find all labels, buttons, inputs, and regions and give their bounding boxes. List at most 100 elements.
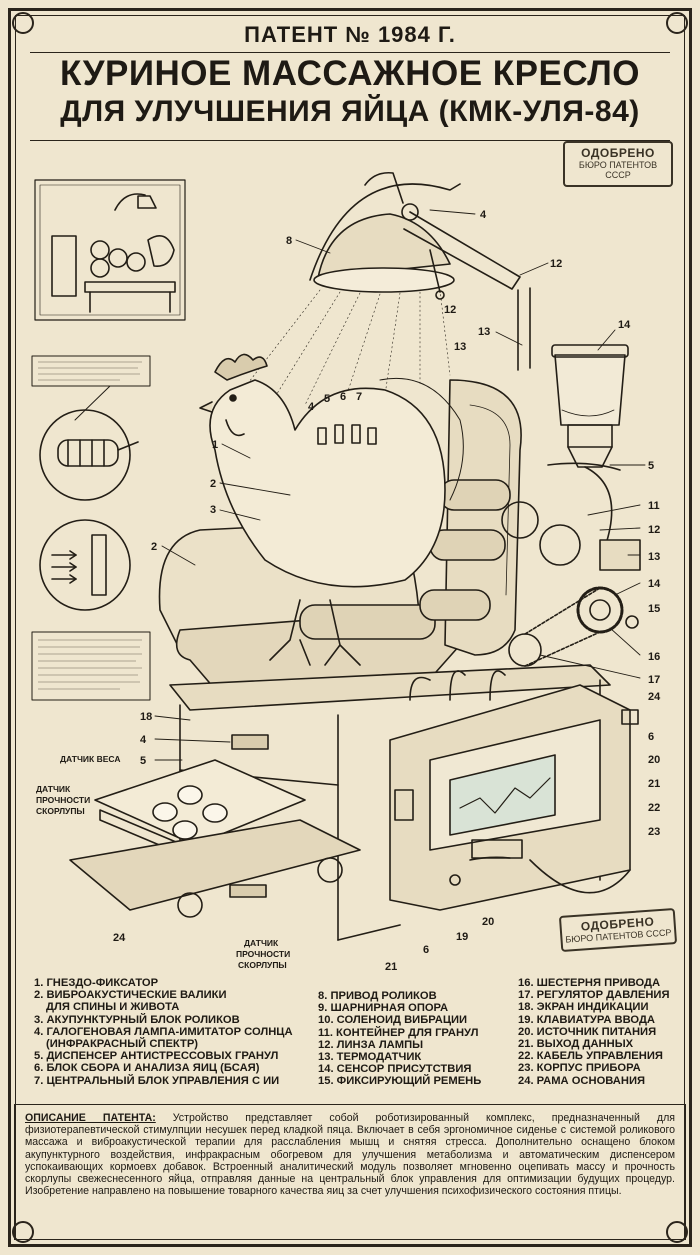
callout-number: 19 <box>456 931 468 943</box>
legend-item: ДЛЯ СПИНЫ И ЖИВОТА <box>46 1001 180 1014</box>
legend-item: 1. ГНЕЗДО-ФИКСАТОР <box>34 977 159 989</box>
legend-item: 7. ЦЕНТРАЛЬНЫЙ БЛОК УПРАВЛЕНИЯ С ИИ <box>34 1074 280 1087</box>
page-subtitle: ДЛЯ УЛУЧШЕНИЯ ЯЙЦА (КМК-УЛЯ-84) <box>60 95 640 128</box>
callout-number: 6 <box>648 731 654 743</box>
callout-number: 5 <box>648 460 654 472</box>
legend-item: 17. РЕГУЛЯТОР ДАВЛЕНИЯ <box>518 989 670 1002</box>
inset-note-2 <box>31 631 151 701</box>
legend-item: 6. БЛОК СБОРА И АНАЛИЗА ЯИЦ (БСАЯ) <box>34 1062 260 1075</box>
drive-gears <box>501 462 641 667</box>
callout-number: 16 <box>648 651 660 663</box>
legend-item: 19. КЛАВИАТУРА ВВОДА <box>518 1013 656 1026</box>
corner-ornament <box>666 12 688 34</box>
legend-item: 5. ДИСПЕНСЕР АНТИСТРЕССОВЫХ ГРАНУЛ <box>34 1050 279 1063</box>
callout-number: 4 <box>308 401 315 413</box>
acupuncture-pins <box>317 424 377 445</box>
callout-number: 15 <box>648 603 660 615</box>
corner-ornament <box>12 12 34 34</box>
callout-number: 12 <box>444 304 456 316</box>
inset-schematic <box>34 179 186 321</box>
callout-number: 1 <box>212 439 218 451</box>
callout-number: 20 <box>648 754 660 766</box>
legend-item: 12. ЛИНЗА ЛАМПЫ <box>318 1038 424 1051</box>
legend-item: 10. СОЛЕНОИД ВИБРАЦИИ <box>318 1014 468 1027</box>
shell-sensor-label-line: ПРОЧНОСТИ <box>236 949 290 959</box>
callout-number: 18 <box>140 711 152 723</box>
callout-number: 8 <box>286 235 292 247</box>
lamp-rays <box>234 289 451 406</box>
shell-sensor-label-line: ПРОЧНОСТИ <box>36 795 90 805</box>
control-unit <box>389 670 639 911</box>
egg-tray <box>94 759 306 861</box>
hen <box>199 353 464 666</box>
callout-number: 7 <box>356 391 362 403</box>
callout-number: 23 <box>648 826 660 838</box>
callout-number: 17 <box>648 674 660 686</box>
callout-numbers: 1 2 3 2 4 5 6 7 8 4 12 12 13 13 14 5 11 … <box>113 209 661 973</box>
legend-item: 13. ТЕРМОДАТЧИК <box>318 1051 422 1064</box>
header-rule <box>30 52 670 53</box>
page-header: ПАТЕНТ № 1984 Г. КУРИНОЕ МАССАЖНОЕ КРЕСЛ… <box>0 22 700 130</box>
legend-item: 24. РАМА ОСНОВАНИЯ <box>518 1074 646 1087</box>
shell-sensor-label-line: ДАТЧИК <box>36 784 71 794</box>
callout-number: 24 <box>648 691 661 703</box>
sensor-labels: ДАТЧИК ВЕСА ДАТЧИК ПРОЧНОСТИ СКОРЛУПЫ ДА… <box>36 754 290 970</box>
legend-item: 16. ШЕСТЕРНЯ ПРИВОДА <box>518 977 661 989</box>
corner-ornament <box>12 1221 34 1243</box>
callout-lines <box>154 209 646 761</box>
callout-number: 4 <box>480 209 487 221</box>
shell-sensor-label-line: СКОРЛУПЫ <box>36 806 85 816</box>
legend-item: 23. КОРПУС ПРИБОРА <box>518 1062 641 1075</box>
legend-item: 21. ВЫХОД ДАННЫХ <box>518 1038 634 1051</box>
legend-column-2: 8. ПРИВОД РОЛИКОВ 9. ШАРНИРНАЯ ОПОРА 10.… <box>318 990 481 1088</box>
callout-number: 22 <box>648 802 660 814</box>
approval-stamp-top: ОДОБРЕНО БЮРО ПАТЕНТОВ СССР <box>563 141 673 187</box>
shell-sensor-label-line: ДАТЧИК <box>244 938 279 948</box>
weight-sensor-label: ДАТЧИК ВЕСА <box>60 754 120 764</box>
detail-roller-circle <box>39 409 139 501</box>
header-bottom-rule <box>30 140 670 141</box>
legend-item: 14. СЕНСОР ПРИСУТСТВИЯ <box>318 1063 472 1076</box>
callout-number: 12 <box>648 524 660 536</box>
callout-number: 13 <box>478 326 490 338</box>
granule-dispenser <box>551 344 629 548</box>
legend-item: 2. ВИБРОАКУСТИЧЕСКИЕ ВАЛИКИ <box>34 989 227 1002</box>
legend-item: 20. ИСТОЧНИК ПИТАНИЯ <box>518 1025 657 1038</box>
legend-item: 11. КОНТЕЙНЕР ДЛЯ ГРАНУЛ <box>318 1026 479 1039</box>
description-label: ОПИСАНИЕ ПАТЕНТА: <box>25 1112 156 1124</box>
callout-number: 3 <box>210 504 216 516</box>
legend-item: 3. АКУПУНКТУРНЫЙ БЛОК РОЛИКОВ <box>34 1013 240 1026</box>
legend-item: 18. ЭКРАН ИНДИКАЦИИ <box>518 1001 649 1014</box>
patent-description: ОПИСАНИЕ ПАТЕНТА: Устройство представляе… <box>14 1104 686 1240</box>
callout-number: 14 <box>648 578 661 590</box>
patent-number: ПАТЕНТ № 1984 Г. <box>244 22 456 47</box>
callout-number: 5 <box>140 755 146 767</box>
callout-number: 2 <box>151 541 157 553</box>
legend-item: 22. КАБЕЛЬ УПРАВЛЕНИЯ <box>518 1050 663 1063</box>
callout-number: 5 <box>324 393 330 405</box>
egg-conveyor <box>69 819 361 918</box>
detail-section-circle <box>39 519 131 611</box>
callout-number: 13 <box>648 551 660 563</box>
inset-note <box>31 355 151 421</box>
halogen-lamp <box>309 171 521 300</box>
legend-item: 8. ПРИВОД РОЛИКОВ <box>318 990 437 1002</box>
callout-number: 4 <box>140 734 147 746</box>
legend-column-3: 16. ШЕСТЕРНЯ ПРИВОДА 17. РЕГУЛЯТОР ДАВЛЕ… <box>518 977 670 1087</box>
page-title: КУРИНОЕ МАССАЖНОЕ КРЕСЛО <box>59 54 641 93</box>
callout-number: 21 <box>385 961 397 973</box>
corner-ornament <box>666 1221 688 1243</box>
callout-number: 12 <box>550 258 562 270</box>
description-text: Устройство представляет собой роботизиро… <box>25 1112 675 1198</box>
massage-rollers <box>299 479 511 640</box>
legend-item: 4. ГАЛОГЕНОВАЯ ЛАМПА-ИМИТАТОР СОЛНЦА <box>34 1025 293 1038</box>
callout-number: 13 <box>454 341 466 353</box>
callout-number: 11 <box>648 500 660 512</box>
outer-frame <box>8 8 692 1247</box>
callout-number: 14 <box>618 319 631 331</box>
legend-item: 15. ФИКСИРУЮЩИЙ РЕМЕНЬ <box>318 1075 482 1088</box>
callout-number: 2 <box>210 478 216 490</box>
callout-number: 21 <box>648 778 660 790</box>
